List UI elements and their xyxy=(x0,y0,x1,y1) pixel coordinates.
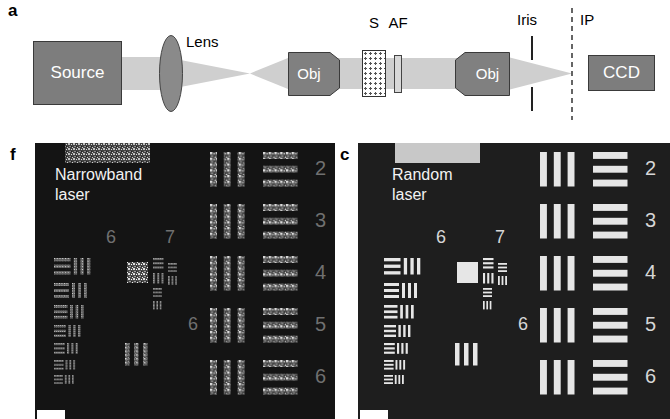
objective-box: Obj xyxy=(288,52,340,96)
iris-blade xyxy=(531,36,533,60)
lens-ellipse: Lens xyxy=(159,35,183,112)
component-label: Lens xyxy=(186,33,219,50)
element-number: 2 xyxy=(645,157,656,179)
component-label: AF xyxy=(388,14,407,31)
lens-shape xyxy=(160,36,183,112)
component-label: S xyxy=(369,14,379,31)
element-number: 6 xyxy=(518,315,528,335)
component-label: CCD xyxy=(603,63,640,83)
lens-outline xyxy=(159,35,183,112)
component-label: Obj xyxy=(297,65,320,82)
element-number: 6 xyxy=(188,315,198,335)
element-number: 6 xyxy=(645,365,656,387)
panel-letter: a xyxy=(8,2,17,21)
part-label: Iris xyxy=(517,12,537,29)
element-number: 7 xyxy=(165,228,175,248)
speckled-test-target xyxy=(54,143,298,395)
part-label: IP xyxy=(580,12,594,29)
camera-box: CCD xyxy=(588,55,655,91)
sample-slab: S xyxy=(362,50,386,97)
objective-shape xyxy=(456,53,510,96)
objective-box: Obj xyxy=(455,52,510,96)
image-panel: Random laser xyxy=(358,143,670,419)
filter-plate: AF xyxy=(394,55,402,93)
component-label: Source xyxy=(51,63,105,83)
element-number: 3 xyxy=(645,209,656,231)
panel-caption: Random laser xyxy=(392,165,487,205)
element-number: 3 xyxy=(315,209,326,231)
element-number: 7 xyxy=(495,228,505,248)
element-number: 4 xyxy=(315,261,326,283)
element-number: 6 xyxy=(436,228,446,248)
element-number: 6 xyxy=(315,365,326,387)
objective-shape xyxy=(289,53,340,96)
light-source-box: Source xyxy=(33,41,122,105)
scale-bar xyxy=(360,410,388,419)
iris-blade xyxy=(531,87,533,111)
element-number: 6 xyxy=(106,228,116,248)
panel-letter: f xyxy=(10,146,16,165)
image-plane-line xyxy=(571,8,573,120)
element-number: 5 xyxy=(315,313,326,335)
panel-caption: Narrowband laser xyxy=(55,165,150,205)
element-number: 4 xyxy=(645,261,656,283)
image-panel: Narrowband laser xyxy=(35,143,335,419)
light-cone xyxy=(508,57,572,90)
image-background xyxy=(358,143,670,419)
panel-letter: c xyxy=(340,146,349,165)
image-background xyxy=(35,143,335,419)
element-number: 5 xyxy=(645,313,656,335)
element-number: 2 xyxy=(315,157,326,179)
scale-bar xyxy=(37,410,65,419)
light-cone xyxy=(250,58,288,89)
component-label: Obj xyxy=(476,65,499,82)
test-target xyxy=(384,143,628,395)
